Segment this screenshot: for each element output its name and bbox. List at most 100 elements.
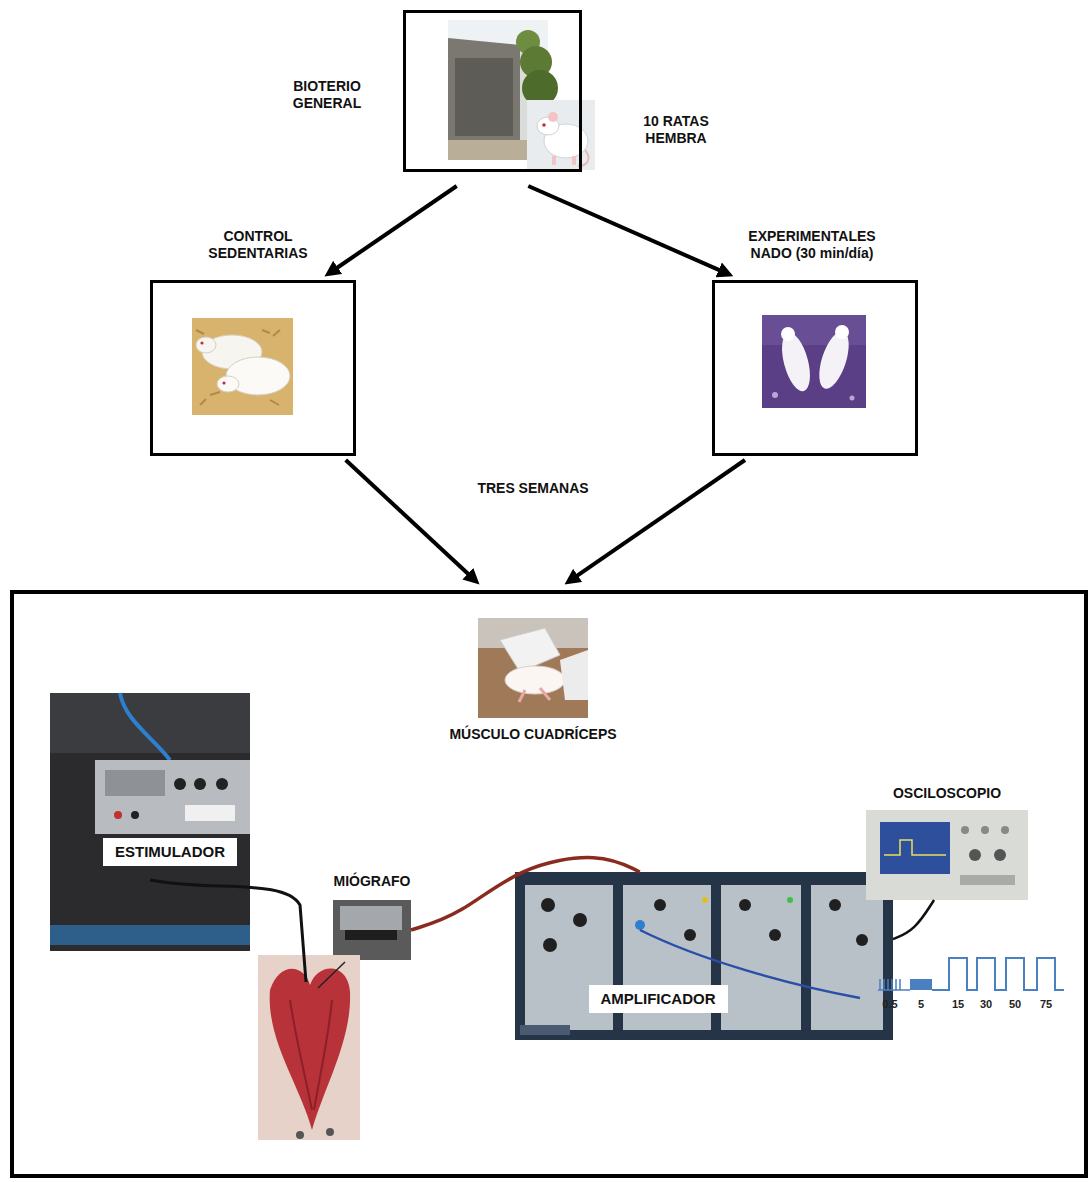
frequency-number: 15 xyxy=(952,998,964,1011)
cage-photo xyxy=(192,318,293,415)
device-photo: AMPLIFICADOR xyxy=(515,872,893,1040)
switch xyxy=(185,805,235,821)
water xyxy=(762,315,866,408)
quadriceps-muscle xyxy=(270,969,350,1130)
indicator-light xyxy=(787,897,793,903)
heading-label: 10 RATAS HEMBRA xyxy=(626,113,726,147)
bench-edge xyxy=(50,925,250,945)
input-plug xyxy=(635,920,645,930)
rat-leg xyxy=(519,688,550,702)
knob xyxy=(739,899,751,911)
bubble xyxy=(772,392,778,398)
heading-label: BIOTERIO GENERAL xyxy=(275,78,379,112)
flow-arrow xyxy=(335,186,457,269)
myograph-photo xyxy=(333,900,411,960)
amplifier-photo xyxy=(515,872,893,1040)
rat-body xyxy=(505,666,565,694)
rat-eye xyxy=(542,123,546,127)
rat-leg xyxy=(572,156,576,165)
knob xyxy=(994,849,1006,861)
rat-head xyxy=(196,337,216,353)
knob xyxy=(541,898,555,912)
photo-background xyxy=(50,693,250,951)
device-label: MIÓGRAFO xyxy=(334,873,411,890)
knob xyxy=(654,899,666,911)
skin xyxy=(258,955,360,1140)
knob xyxy=(684,929,696,941)
photo-wall xyxy=(448,38,520,150)
frequency-number: 5 xyxy=(918,998,924,1011)
glove xyxy=(500,628,560,672)
clamp xyxy=(296,1131,304,1139)
twitch-recording xyxy=(878,958,1064,990)
group-box: CONTROL SEDENTARIAS xyxy=(150,280,356,456)
water-highlight xyxy=(762,315,866,345)
device-photo: MIÓGRAFO xyxy=(333,900,411,960)
handling-photo xyxy=(478,618,588,718)
photo-background xyxy=(515,872,893,1040)
myograph-thread xyxy=(318,962,345,988)
oscilloscope-photo xyxy=(866,810,1028,900)
transducer xyxy=(340,906,402,930)
knob xyxy=(573,913,587,927)
photo-wall xyxy=(50,693,250,753)
panel-tag xyxy=(520,1025,570,1035)
oscilloscope-body xyxy=(866,810,1028,900)
frequency-number: 0.5 xyxy=(882,998,897,1011)
rat-head xyxy=(781,327,795,341)
device-photo: OSCILOSCOPIO xyxy=(866,810,1028,900)
terminal xyxy=(114,811,122,819)
button-row xyxy=(960,875,1015,885)
flow-arrow xyxy=(575,460,745,577)
frequency-number: 30 xyxy=(980,998,992,1011)
screen-trace xyxy=(884,840,946,855)
knob xyxy=(829,899,841,911)
signal-wire xyxy=(411,858,640,930)
photo-caption: MÚSCULO CUADRÍCEPS xyxy=(423,726,643,743)
setup-panel: MÚSCULO CUADRÍCEPS ESTIMULADOR MIÓGRAFO AMP… xyxy=(10,590,1088,1178)
duration-label: TRES SEMANAS xyxy=(477,480,588,497)
knob xyxy=(969,849,981,861)
bedding xyxy=(192,318,293,415)
flow-arrow xyxy=(346,460,470,576)
bubble xyxy=(850,396,855,401)
amplifier-module xyxy=(721,885,801,1030)
knob xyxy=(769,929,781,941)
stimulator-photo xyxy=(50,693,250,951)
rat-leg xyxy=(552,156,556,165)
swimming-photo xyxy=(762,315,866,408)
button xyxy=(961,826,969,834)
oscilloscope-screen xyxy=(880,822,950,874)
button xyxy=(1001,826,1009,834)
knob xyxy=(174,778,186,790)
stimulator-panel xyxy=(95,760,250,834)
rat-eye xyxy=(200,341,203,344)
blue-cable xyxy=(120,693,170,760)
facility-box: BIOTERIO GENERAL10 RATAS HEMBRA xyxy=(403,10,582,172)
device-photo: ESTIMULADOR xyxy=(50,693,250,951)
rat-body xyxy=(813,328,854,392)
knob xyxy=(543,938,557,952)
stimulator-wire xyxy=(150,880,306,982)
indicator-light xyxy=(702,897,708,903)
knob xyxy=(856,934,868,946)
muscle-photo xyxy=(258,955,360,1140)
flow-arrow xyxy=(528,186,721,271)
rat-eye xyxy=(222,381,225,384)
frequency-number: 50 xyxy=(1009,998,1021,1011)
photo-background xyxy=(527,100,595,170)
table xyxy=(478,618,588,718)
device-label: AMPLIFICADOR xyxy=(589,985,728,1013)
button xyxy=(981,826,989,834)
signal-wire xyxy=(893,900,934,939)
single-twitches xyxy=(878,979,910,990)
rat-photo xyxy=(527,100,595,170)
panel-section xyxy=(105,770,165,796)
glove xyxy=(560,650,588,700)
knob xyxy=(194,778,206,790)
device-label: OSCILOSCOPIO xyxy=(893,785,1001,802)
frequency-number: 75 xyxy=(1040,998,1052,1011)
clamp xyxy=(326,1128,334,1136)
terminal xyxy=(131,811,139,819)
